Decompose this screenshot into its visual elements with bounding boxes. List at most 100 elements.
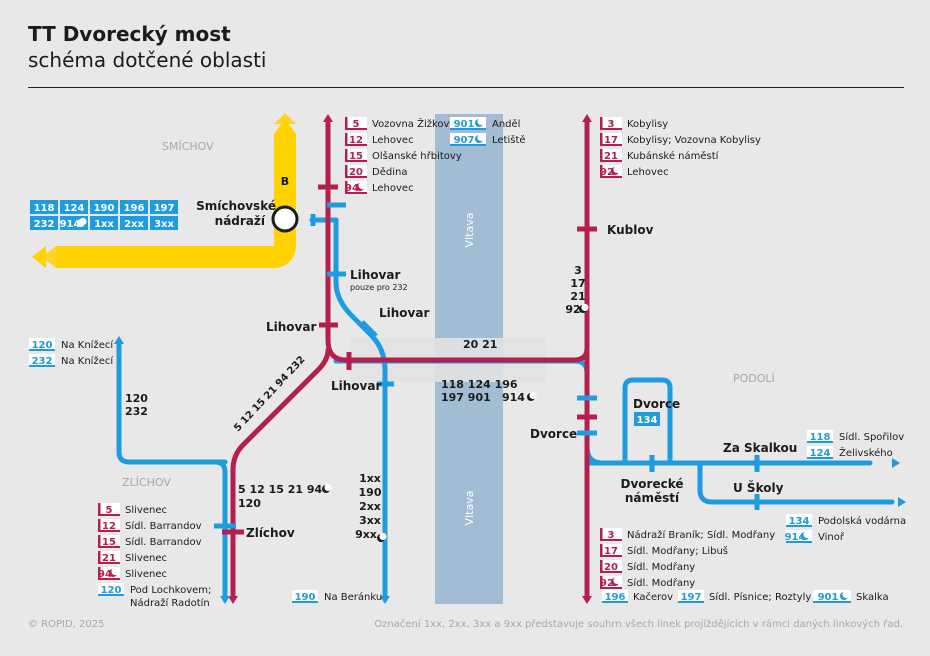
- legend-bottom-left-tram-badge-15: 15: [98, 535, 120, 548]
- stop-lihovar-tram: Lihovar: [266, 320, 316, 334]
- legend-left-bus-badge-232: 232: [29, 354, 55, 367]
- legend-bottom-left-bus-badge-120: 120: [98, 583, 124, 596]
- stop-lihovar-bus-diag: Lihovar: [379, 306, 429, 320]
- night-moon-icon: [77, 217, 87, 227]
- stop-smichovske-line1: Smíchovské: [196, 199, 276, 213]
- badge-number: 914: [60, 219, 81, 230]
- dvorce-badge: 134: [634, 412, 660, 426]
- legend-bottom-left-tram-dest: Sídl. Barrandov: [125, 536, 202, 548]
- badge-number: 3: [608, 119, 615, 130]
- badge-number: 901: [454, 119, 475, 130]
- river-label-top: Vltava: [463, 213, 476, 248]
- legend-top-middle-tram-dest: Lehovec: [372, 183, 414, 194]
- legend-bottom-left-tram-dest: Slivenec: [125, 569, 167, 580]
- bus-badge-1xx: 1xx: [90, 216, 118, 230]
- legend-right-lower-bus-badge-134: 134: [786, 514, 812, 527]
- stop-lihovar-bus-top: Lihovar: [350, 268, 400, 282]
- badge-number: 196: [124, 203, 145, 214]
- metro-b-line: B: [32, 113, 299, 268]
- bus-badge-914: 914: [60, 216, 88, 230]
- badge-number: 12: [102, 521, 116, 532]
- night-moon-icon: [801, 530, 811, 540]
- night-moon-icon: [579, 303, 589, 313]
- stop-dvorecke-line2: náměstí: [625, 491, 680, 505]
- kublov-route-number: 3: [574, 264, 582, 277]
- mid-bus-route-number: 2xx: [359, 500, 381, 513]
- bus-badge-124: 124: [60, 200, 88, 214]
- legend-top-middle-tram-dest: Lehovec: [372, 135, 414, 146]
- badge-number: 12: [349, 135, 363, 146]
- stop-dvorce-loop: Dvorce: [633, 397, 680, 411]
- badge-number: 190: [295, 592, 316, 603]
- mid-bus-route-number: 9xx: [355, 528, 377, 541]
- badge-number: 134: [789, 516, 810, 527]
- stop-names: Smíchovské nádraží Lihovar pouze pro 232…: [196, 199, 797, 540]
- dvorce-badge-number: 134: [637, 415, 658, 426]
- bus-badge-2xx: 2xx: [120, 216, 148, 230]
- night-moon-icon: [109, 567, 119, 577]
- night-moon-icon: [475, 133, 485, 143]
- legend-top-right-tram-badge-3: 3: [600, 117, 622, 130]
- stop-za-skalkou: Za Skalkou: [723, 441, 797, 455]
- badge-number: 232: [32, 356, 53, 367]
- badge-number: 21: [102, 553, 116, 564]
- legend-bottom-right-tram-badge-3: 3: [600, 528, 622, 541]
- area-smichov: SMÍCHOV: [162, 140, 214, 153]
- legend-bottom-right-tram-badge-20: 20: [600, 560, 622, 573]
- legend-right-lower-bus-badge-914: 914: [785, 530, 812, 543]
- legend-right-lower-bus-dest: Podolská vodárna: [818, 515, 906, 527]
- stop-ticks: [214, 184, 760, 535]
- night-moon-icon: [840, 590, 850, 600]
- legend-top-middle-tram-badge-20: 20: [345, 165, 367, 178]
- stop-u-skoly: U Školy: [733, 480, 784, 495]
- route-label-zlichov-bus: 120: [238, 497, 261, 510]
- route-label-bridge-bus-2: 197 901: [441, 391, 491, 404]
- left-bus-route-number: 232: [125, 405, 148, 418]
- legend-top-middle-tram-dest: Olšanské hřbitovy: [372, 150, 462, 162]
- legend-top-middle-tram-badge-12: 12: [345, 133, 367, 146]
- badge-number: 124: [64, 203, 85, 214]
- diag-route-number: 94: [274, 372, 292, 390]
- bus-badge-232: 232: [30, 216, 58, 230]
- badge-number: 120: [32, 340, 53, 351]
- stop-lihovar-bottom: Lihovar: [331, 379, 381, 393]
- badge-number: 914: [785, 532, 806, 543]
- night-moon-icon: [475, 117, 485, 127]
- badge-number: 5: [353, 119, 360, 130]
- arrow-right-bus-upper: [892, 458, 900, 468]
- legend-top-right-tram-dest: Kubánské náměstí: [627, 150, 720, 162]
- legend-left-bus-badge-120: 120: [29, 338, 55, 351]
- legend-bottom-left-tram-dest: Slivenec: [125, 505, 167, 516]
- legend-top-middle-tram-dest: Vozovna Žižkov: [372, 117, 450, 130]
- header-divider: [28, 87, 904, 88]
- legend-bottom-left-tram-badge-5: 5: [98, 503, 120, 516]
- legend-right-bus-badge-124: 124: [807, 446, 833, 459]
- legend-bottom-left-bus-dest: Pod Lochkovem;: [130, 585, 211, 596]
- bus-badge-190: 190: [90, 200, 118, 214]
- badge-number: 118: [34, 203, 55, 214]
- bus-badge-197: 197: [150, 200, 178, 214]
- legend-top-middle-bus-badge-907: 907: [450, 133, 486, 146]
- legend-bottom-right-bus-dest: Skalka: [856, 592, 889, 603]
- mid-bus-route-number: 190: [359, 486, 382, 499]
- area-podoli: PODOLÍ: [733, 372, 775, 385]
- legend-left-bus-dest: Na Knížecí: [61, 339, 114, 351]
- kublov-route-number: 21: [570, 290, 585, 303]
- badge-number: 15: [349, 151, 363, 162]
- legend-top-middle-tram-badge-94: 94: [345, 181, 367, 194]
- diag-route-number: 15: [251, 397, 269, 415]
- badge-number: 94: [98, 569, 112, 580]
- route-label-bridge-bus-1: 118 124 196: [441, 378, 518, 391]
- diag-route-number: 12: [239, 409, 257, 427]
- route-label-bridge-tram: 20 21: [463, 338, 497, 351]
- stop-dvorce-tram: Dvorce: [530, 427, 577, 441]
- night-moon-icon: [377, 532, 387, 542]
- legend-bottom-right-tram-dest: Sídl. Modřany; Libuš: [627, 545, 728, 557]
- legend-right-bus-dest: Sídl. Spořilov: [839, 431, 904, 443]
- legend-bottom-right-bus-badge-197: 197: [678, 590, 704, 603]
